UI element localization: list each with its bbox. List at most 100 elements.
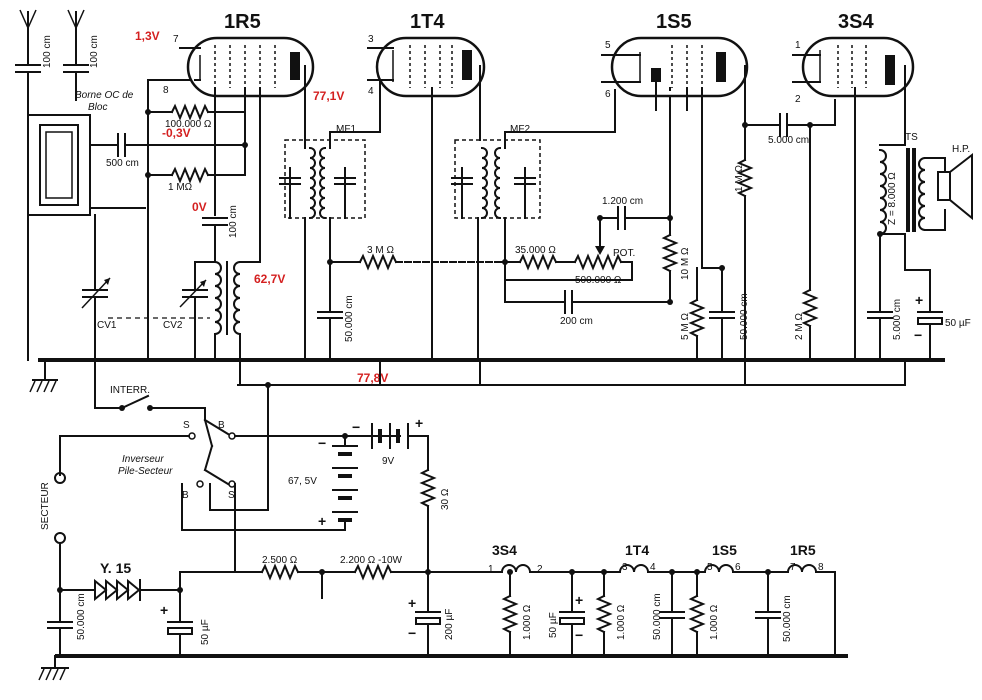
shunt-1000-3s4-label: 1.000 Ω: [522, 604, 533, 640]
frame-antenna: [27, 99, 146, 361]
tube-1t4-name: 1T4: [410, 11, 445, 33]
resistor-30-ohm: [419, 468, 437, 573]
filament-1t4-label: 1T4: [625, 542, 649, 558]
cap-50000cm-1t4-label: 50.000 cm: [652, 593, 663, 640]
fil-pin-5: 5: [707, 562, 713, 573]
voltage-77-8v: 77,8V: [357, 371, 388, 385]
tube-1s5-name: 1S5: [656, 11, 692, 33]
cap-100cm-b-label: 100 cm: [89, 35, 100, 68]
pot-label: POT.: [613, 248, 635, 259]
cv2-label: CV2: [163, 320, 183, 331]
mf1-label: MF1: [336, 124, 356, 135]
cap-50000cm-b: [709, 267, 735, 361]
resistor-1m-label: 1 MΩ: [168, 182, 193, 193]
mf1-transformer: [279, 79, 381, 361]
resistor-2500: [259, 563, 346, 581]
plus-sign-filament: +: [575, 592, 583, 608]
cap-5000cm-label: 5.000 cm: [768, 135, 809, 146]
pot-500k-label: 500.000 Ω: [575, 275, 622, 286]
interr-label: INTERR.: [110, 385, 150, 396]
fil-pin-8: 8: [818, 562, 824, 573]
cap-500cm: [117, 133, 246, 157]
battery-minus-2: −: [352, 419, 360, 435]
filament-1s5-label: 1S5: [712, 542, 737, 558]
cap-50uf-right-label: 50 µF: [945, 318, 971, 329]
minus-sign-200uf: −: [408, 625, 416, 641]
resistor-2500-label: 2.500 Ω: [262, 555, 298, 566]
pin-4-1t4: 4: [368, 86, 374, 97]
pin-7-1r5: 7: [173, 34, 179, 45]
voltage-0v: 0V: [192, 200, 207, 214]
cv2-variable-capacitor: [179, 279, 208, 361]
resistor-10m: [661, 89, 679, 303]
resistor-3m-label: 3 M Ω: [367, 245, 394, 256]
plus-sign-200uf: +: [408, 595, 416, 611]
resistor-2m-label: 2 M Ω: [794, 313, 805, 340]
battery-plus-1: +: [318, 513, 326, 529]
bloc-label: Bloc: [88, 102, 107, 113]
battery-67-5v: [332, 435, 358, 531]
cv1-label: CV1: [97, 320, 117, 331]
resistor-30-label: 30 Ω: [440, 488, 451, 510]
cap-50uf-filter: [167, 589, 193, 657]
switch-s-2: S: [228, 490, 235, 501]
cap-5000cm-right-label: 5.000 cm: [892, 299, 903, 340]
oscillator-coil: [194, 260, 261, 386]
shunt-1000-1s5-label: 1.000 Ω: [709, 604, 720, 640]
cap-100cm-a-label: 100 cm: [42, 35, 53, 68]
resistor-1m-plate: [736, 124, 754, 386]
battery-9v: [344, 423, 429, 471]
battery-67-5v-label: 67, 5V: [288, 476, 317, 487]
plus-sign-filter: +: [160, 602, 168, 618]
shunt-1000-3s4: [501, 571, 519, 657]
pin-3-1t4: 3: [368, 34, 374, 45]
fil-pin-4: 4: [650, 562, 656, 573]
cap-200cm: [504, 290, 671, 314]
pin-1-3s4: 1: [795, 40, 801, 51]
pin-6-1s5: 6: [605, 89, 611, 100]
interr-switch: [94, 359, 206, 421]
cv1-variable-capacitor: [81, 214, 111, 361]
cap-50uf-filament-label: 50 µF: [548, 612, 559, 638]
cap-50000cm-1s5-label: 50.000 cm: [782, 595, 793, 642]
voltage-1-3v: 1,3V: [135, 29, 160, 43]
cap-50000cm-agc: [317, 261, 343, 361]
filament-1r5-label: 1R5: [790, 542, 816, 558]
fil-pin-1: 1: [488, 564, 494, 575]
cap-200cm-label: 200 cm: [560, 316, 593, 327]
z-label: Z = 8.000 Ω: [887, 172, 898, 225]
antenna-1: [15, 9, 41, 101]
resistor-35k-label: 35.000 Ω: [515, 245, 556, 256]
fil-pin-7: 7: [790, 562, 796, 573]
battery-9v-label: 9V: [382, 456, 395, 467]
mf2-label: MF2: [510, 124, 530, 135]
ground-symbol-bottom: [38, 655, 69, 681]
secteur-label: SECTEUR: [40, 482, 51, 530]
switch-b-1: B: [218, 420, 225, 431]
resistor-5m-label: 5 M Ω: [680, 313, 691, 340]
resistor-2m: [801, 288, 819, 361]
inverseur-switch: [59, 418, 401, 573]
cap-50uf-filter-label: 50 µF: [200, 619, 211, 645]
shunt-1000-1t4-label: 1.000 Ω: [616, 604, 627, 640]
tube-3s4: [792, 36, 915, 361]
fil-pin-2: 2: [537, 564, 543, 575]
minus-sign-right: −: [914, 327, 922, 343]
cap-50000cm-1t4: [659, 571, 685, 657]
inverseur-label: Inverseur: [122, 454, 164, 465]
cap-50uf-filament: [559, 571, 585, 657]
pin-8-label-1r5: 8: [163, 85, 169, 96]
cap-50000cm-1s5: [755, 571, 781, 657]
tube-1r5: [179, 36, 315, 263]
pin-5-1s5: 5: [605, 40, 611, 51]
cap-50uf-right: [904, 269, 943, 361]
resistor-100k-label: 100.000 Ω: [165, 119, 212, 130]
cap-5000cm-coupling: [744, 99, 836, 291]
secteur-socket: [54, 472, 66, 591]
minus-sign-filament: −: [575, 627, 583, 643]
fil-pin-3: 3: [622, 562, 628, 573]
hp-label: H.P.: [952, 144, 970, 155]
tube-1s5: [601, 36, 749, 269]
volume-potentiometer: [504, 217, 633, 281]
cap-50000cm-label: 50.000 cm: [344, 295, 355, 342]
